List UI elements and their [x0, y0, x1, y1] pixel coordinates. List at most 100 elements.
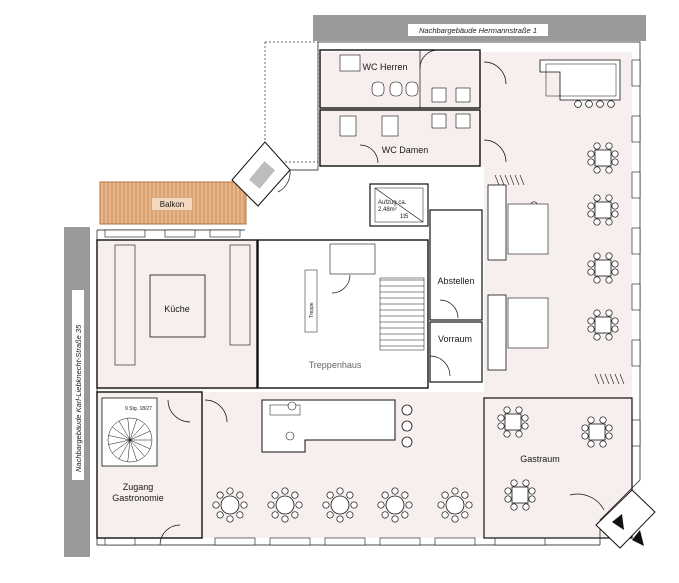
table-group-right — [530, 100, 619, 341]
chair — [605, 424, 613, 432]
chair — [216, 511, 224, 519]
dining-table — [587, 309, 619, 341]
stair-small-label: 9 Stg. 18/27 — [125, 406, 152, 412]
table-top — [594, 149, 612, 167]
neighbor-left-label: Nachbargebäude Karl-Liebknecht-Straße 35 — [74, 324, 83, 472]
chair — [291, 511, 299, 519]
chair — [504, 495, 512, 503]
chair — [401, 511, 409, 519]
chair — [322, 501, 330, 509]
spiral-step — [127, 418, 131, 441]
hatch-line — [599, 373, 605, 385]
chair — [587, 325, 595, 333]
door-arc — [483, 61, 507, 85]
chair — [587, 260, 595, 268]
chair — [391, 515, 399, 523]
table-top — [594, 201, 612, 219]
chair — [515, 406, 523, 414]
table-top — [445, 495, 465, 515]
spiral-step — [118, 439, 131, 460]
chair — [461, 511, 469, 519]
table-group-gastraum — [497, 406, 613, 511]
hatch-line — [594, 373, 600, 385]
balcony: Balkon — [99, 181, 247, 225]
chair — [587, 150, 595, 158]
elevator-label-3: 1t5 — [400, 214, 409, 220]
bar-stool — [401, 436, 413, 448]
table-top — [275, 495, 295, 515]
chair — [605, 166, 613, 174]
room-label-balkon: Balkon — [160, 200, 184, 209]
chair — [381, 491, 389, 499]
table-top — [330, 495, 350, 515]
chair — [587, 416, 595, 424]
chair — [605, 432, 613, 440]
hatch-line — [499, 174, 505, 186]
dining-table — [581, 416, 613, 448]
round-table — [377, 487, 413, 523]
room-label-kueche: Küche — [164, 304, 190, 314]
chair — [587, 210, 595, 218]
chair — [497, 422, 505, 430]
bar-stool — [574, 100, 582, 108]
room-label-abstellen: Abstellen — [437, 276, 474, 286]
chair — [451, 487, 459, 495]
chair — [521, 414, 529, 422]
chair — [281, 487, 289, 495]
elevator-label-2: 2,48m² — [378, 207, 397, 213]
chair — [391, 487, 399, 495]
chair — [593, 142, 601, 150]
chair — [515, 430, 523, 438]
table-top — [220, 495, 240, 515]
table-top — [594, 316, 612, 334]
bar-stool — [596, 100, 604, 108]
chair — [441, 491, 449, 499]
vorraum: Vorraum — [429, 321, 483, 383]
round-table — [212, 487, 248, 523]
spiral-step — [118, 420, 131, 441]
spiral-step — [129, 439, 151, 450]
table-top — [511, 486, 529, 504]
chair — [212, 501, 220, 509]
round-table — [322, 487, 358, 523]
abstellen: Abstellen — [429, 209, 483, 321]
stair-vertical-label: Treppe — [309, 302, 315, 318]
spiral-step — [129, 439, 138, 462]
wc-damen: WC Damen — [319, 109, 481, 167]
chair — [611, 150, 619, 158]
chair — [605, 333, 613, 341]
chair — [599, 440, 607, 448]
chair — [605, 194, 613, 202]
chair — [281, 515, 289, 523]
round-table — [267, 487, 303, 523]
chair — [528, 495, 536, 503]
dining-table — [587, 194, 619, 226]
chair — [521, 422, 529, 430]
chair — [381, 511, 389, 519]
spiral-step — [108, 435, 131, 441]
bar-stool — [607, 100, 615, 108]
bar-stools — [401, 404, 413, 448]
chair — [326, 511, 334, 519]
chair — [437, 501, 445, 509]
room-label-wc-damen: WC Damen — [382, 145, 429, 155]
neighbor-building-left: Nachbargebäude Karl-Liebknecht-Straße 35 — [64, 227, 90, 557]
table-top — [588, 423, 606, 441]
chair — [611, 260, 619, 268]
dining-table — [587, 142, 619, 174]
chair — [236, 491, 244, 499]
kitchen: Küche — [96, 239, 258, 389]
chair — [461, 491, 469, 499]
chair — [236, 511, 244, 519]
table-top — [504, 413, 522, 431]
spiral-step — [129, 423, 145, 441]
dining-table — [587, 252, 619, 284]
spiral-outline — [107, 417, 153, 463]
chair — [504, 487, 512, 495]
dining-table — [497, 406, 529, 438]
hatch-line — [614, 373, 620, 385]
chair — [593, 194, 601, 202]
corner-entrance — [569, 489, 656, 549]
chair — [291, 491, 299, 499]
